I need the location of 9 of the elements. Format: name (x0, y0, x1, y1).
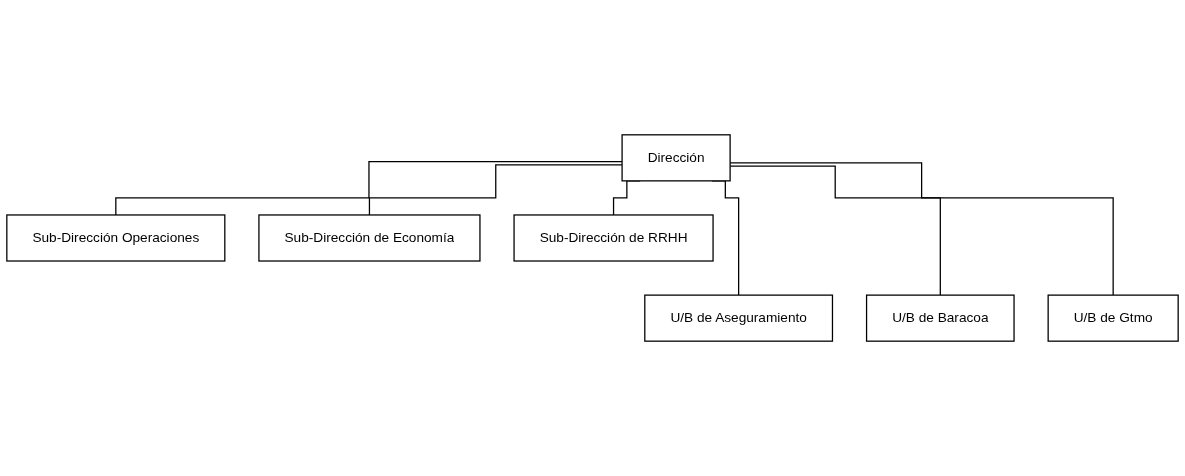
node-box: Dirección (621, 134, 731, 182)
node-box: U/B de Gtmo (1047, 294, 1179, 342)
connector (368, 164, 623, 216)
node-box: U/B de Aseguramiento (644, 294, 834, 342)
node-box: Sub-Dirección de RRHH (513, 214, 714, 262)
node-box: Sub-Dirección de Economía (258, 214, 481, 262)
connector (115, 161, 623, 216)
node-box: U/B de Baracoa (865, 294, 1015, 342)
node-box: Sub-Dirección Operaciones (6, 214, 226, 262)
